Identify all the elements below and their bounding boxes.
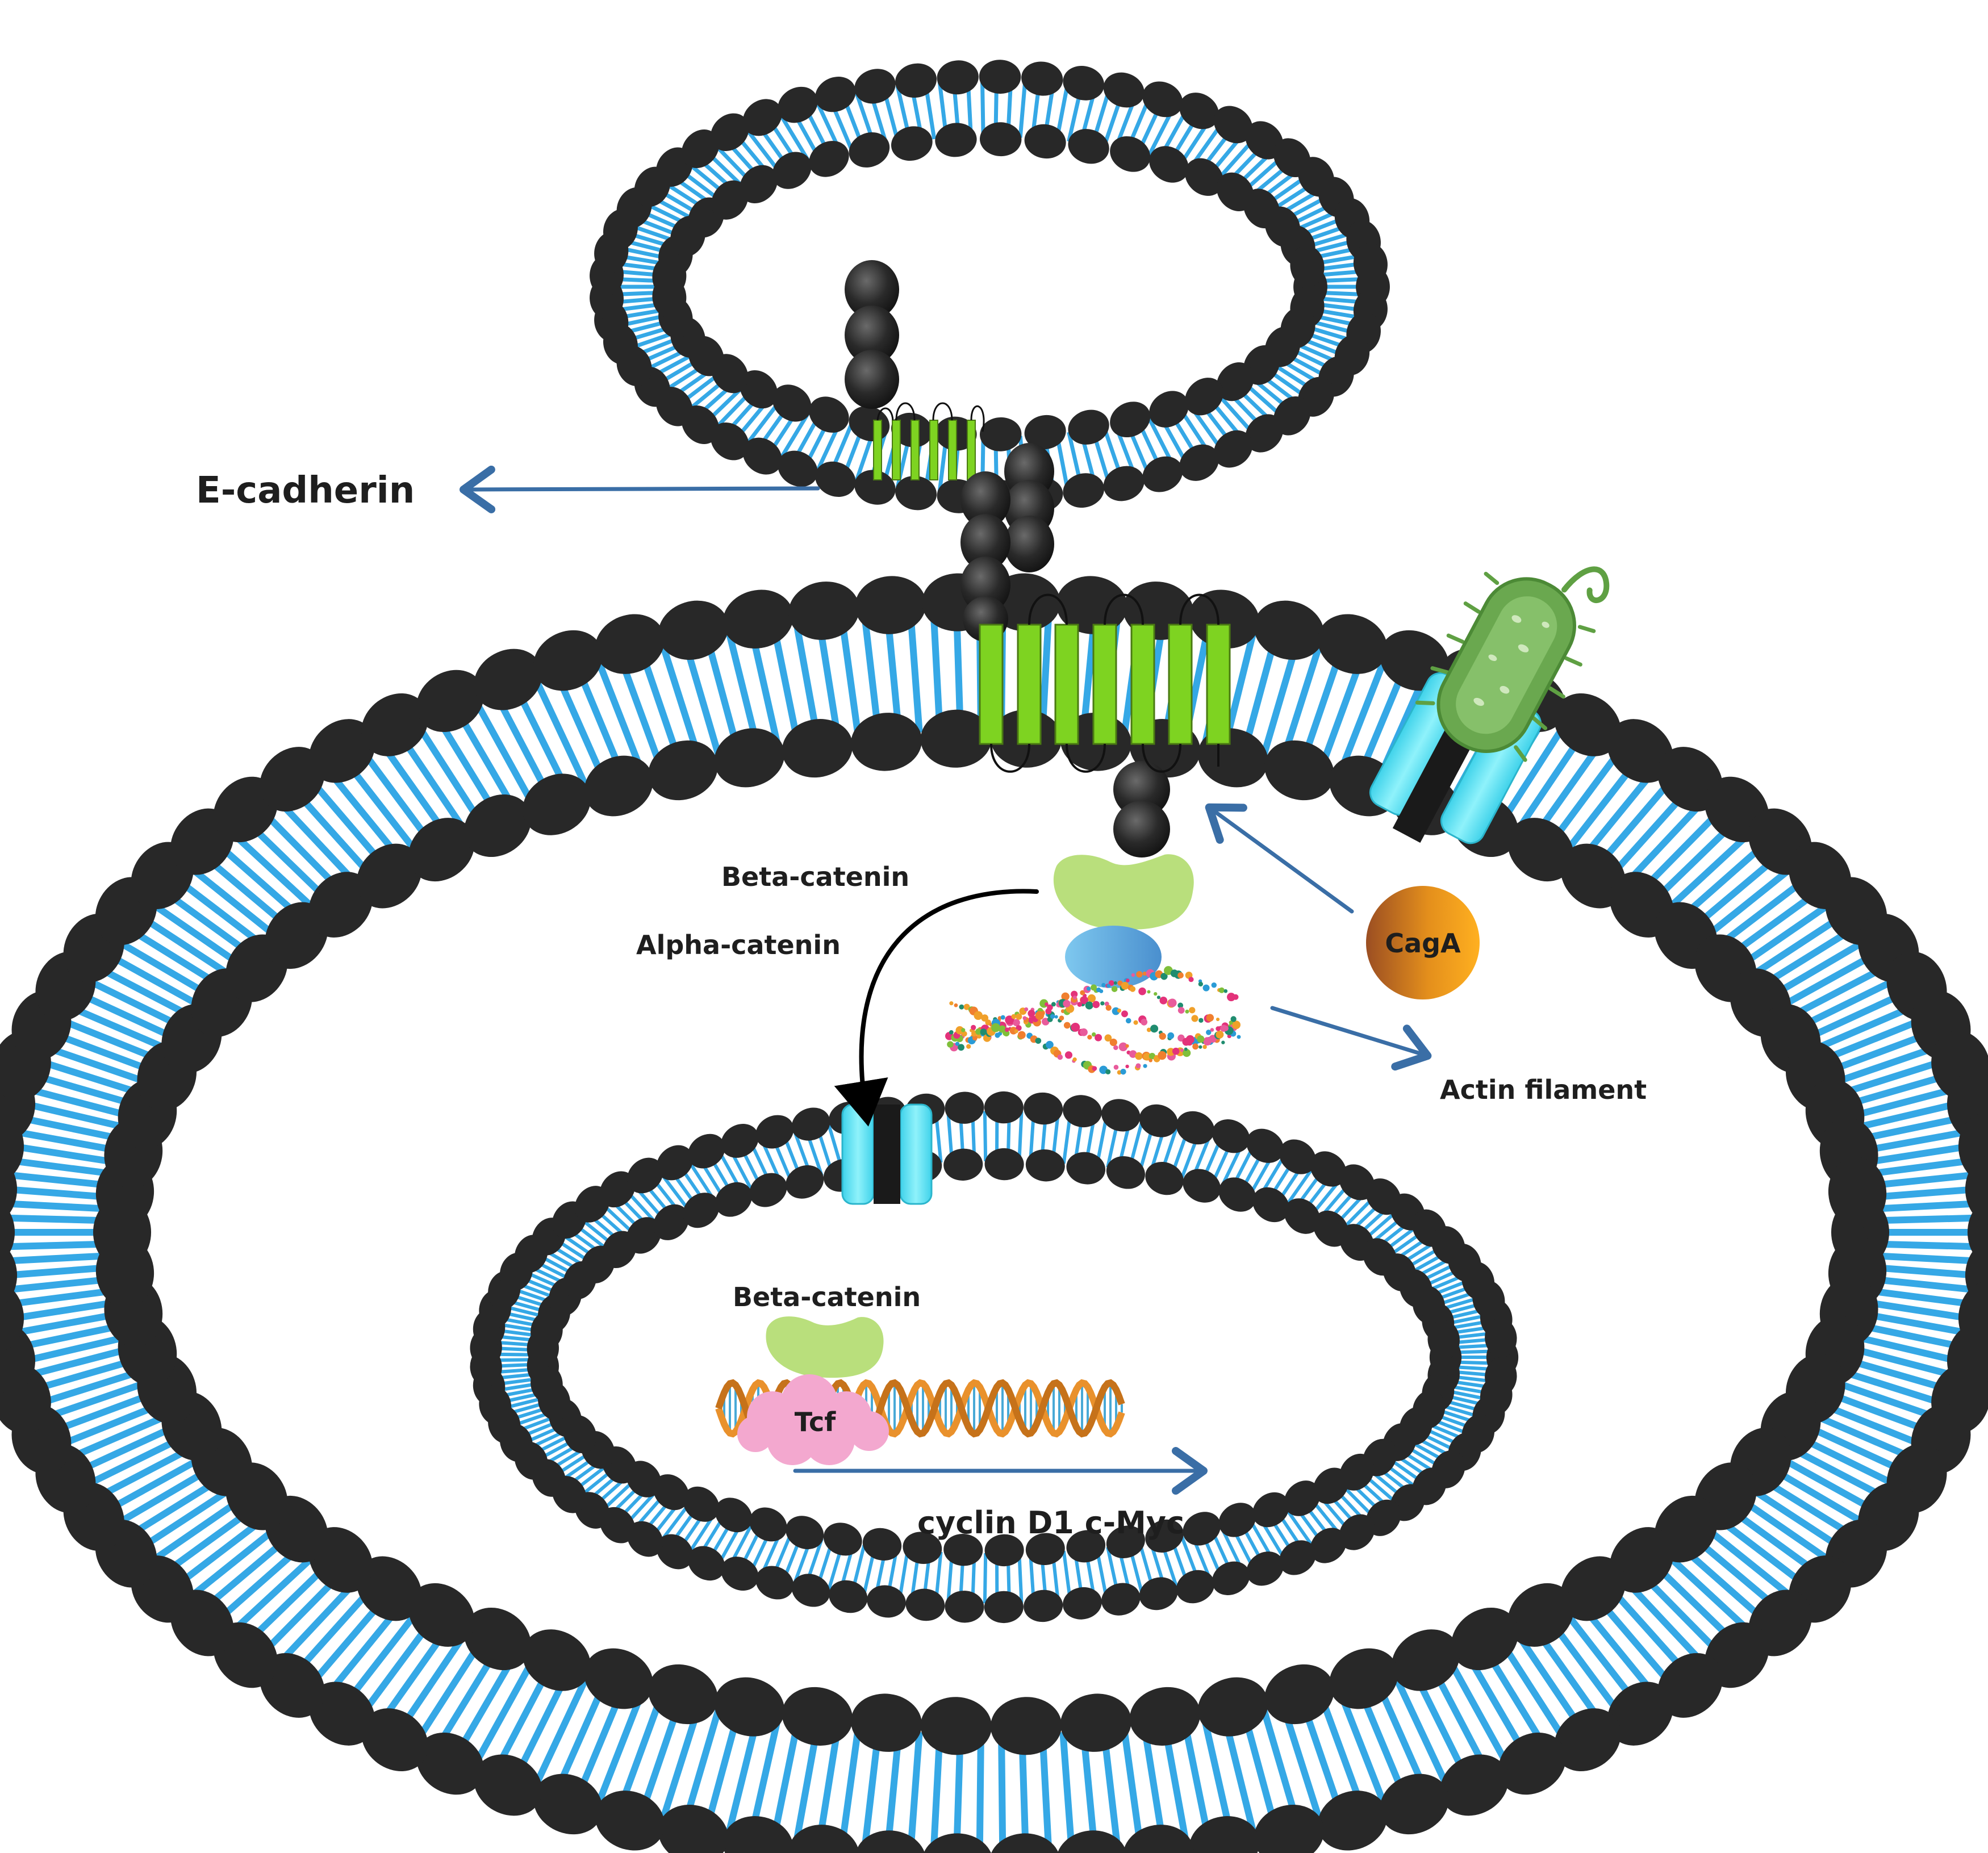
actin-filament-label: Actin filament xyxy=(1440,1074,1647,1105)
nuclear-beta-catenin-icon xyxy=(766,1316,884,1378)
lipid-heads xyxy=(470,1091,1519,1624)
alpha-catenin-icon xyxy=(1065,926,1162,988)
actin-filament-icon xyxy=(945,966,1241,1075)
tcf-icon xyxy=(737,1374,889,1465)
cell-membrane xyxy=(0,573,1988,1853)
nuclear-membrane xyxy=(470,1091,1519,1624)
tcf-label: Tcf xyxy=(795,1407,837,1437)
caga-arrow xyxy=(1205,803,1354,914)
lipid-heads xyxy=(590,60,1390,514)
e-cadherin-label: E-cadherin xyxy=(196,470,415,512)
e-cadherin-arrow xyxy=(460,465,820,513)
bacterium-icon xyxy=(1415,566,1610,762)
upper-cadherin-receptor xyxy=(873,402,985,480)
actin-arrow xyxy=(1270,1006,1432,1071)
alpha-catenin-label: Alpha-catenin xyxy=(636,930,841,960)
lipid-heads xyxy=(0,573,1988,1853)
caga-label: CagA xyxy=(1385,928,1461,959)
beta-catenin-label: Beta-catenin xyxy=(721,861,909,892)
e-cadherin-icon xyxy=(845,260,1231,858)
cell-cadherin-receptor xyxy=(979,593,1231,773)
caga-icon xyxy=(1366,886,1480,999)
translocation-arrow xyxy=(834,889,1039,1127)
beta-catenin-icon xyxy=(1053,854,1194,930)
upper-cell-membrane xyxy=(590,60,1390,514)
nuclear-beta-catenin-label: Beta-catenin xyxy=(733,1282,921,1312)
target-genes-label: cyclin D1 c-Myc xyxy=(917,1505,1184,1541)
arrows xyxy=(460,465,1432,1495)
nuclear-channel xyxy=(841,1103,933,1205)
